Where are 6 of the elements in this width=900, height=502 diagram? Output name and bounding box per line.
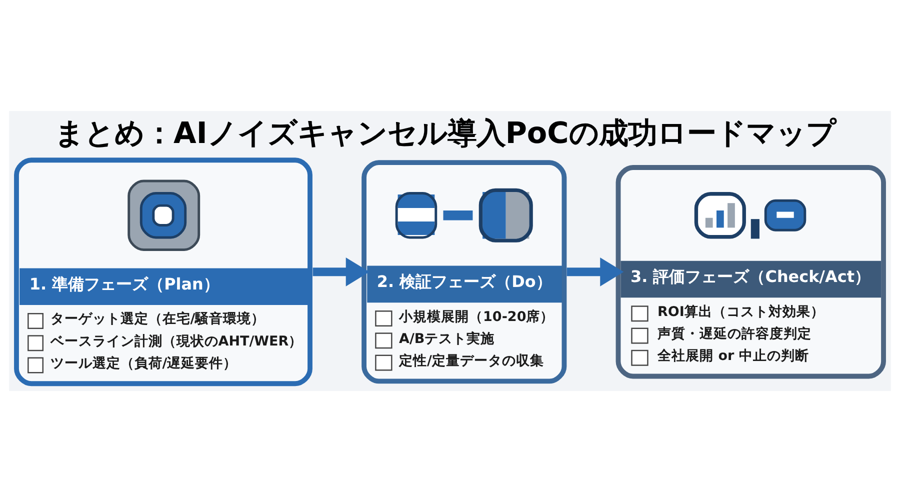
diagram-title: まとめ：AIノイズキャンセル導入PoCの成功ロードマップ (54, 116, 836, 150)
arrow (312, 257, 370, 286)
node-box: 3. 評価フェーズ（Check/Act） ROI算出（コスト対効果） 声質・遅延の許容度判定 全社展開 or 中止の判断 (616, 165, 886, 379)
node-box: 1. 準備フェーズ（Plan） ターゲット選定（在宅/騒音環境） ベースライン計測（現状のAHT/WER） ツール選定（負荷/遅延要件） (14, 158, 312, 386)
node-box: 2. 検証フェーズ（Do） 小規模展開（10-20席） A/Bテスト実施 定性/定量データの収集 (362, 160, 567, 384)
arrow (566, 257, 624, 286)
